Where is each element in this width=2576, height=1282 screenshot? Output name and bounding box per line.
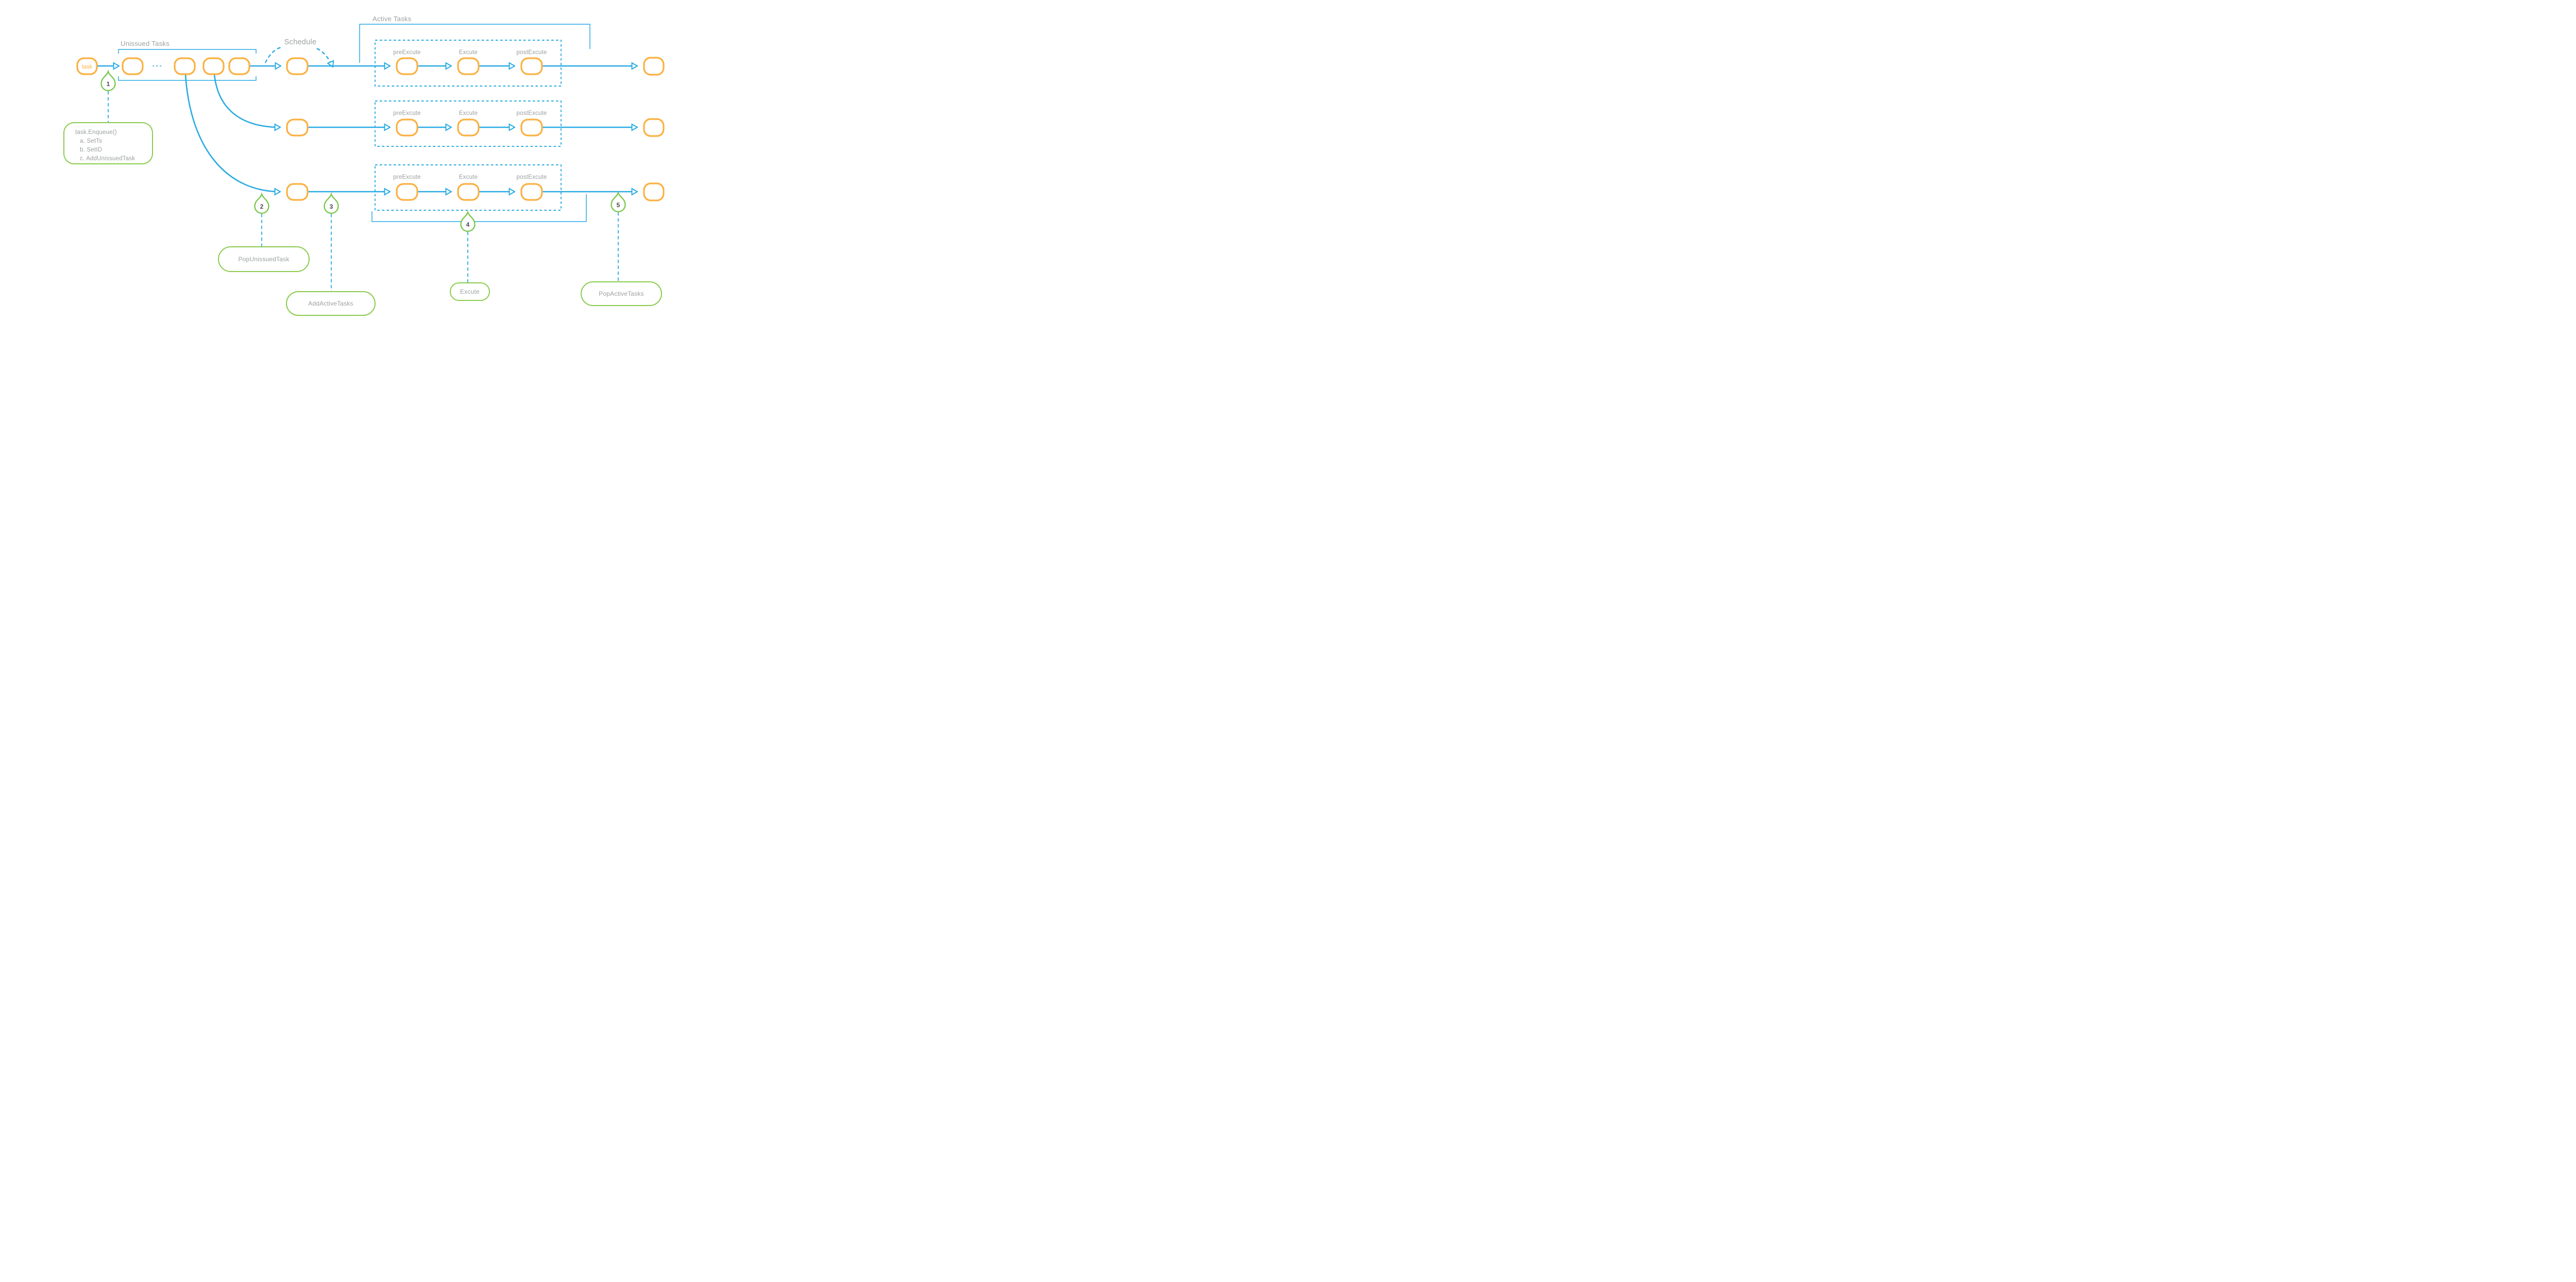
marker-5-number: 5 xyxy=(617,201,620,209)
note-add-active-tasks: AddActiveTasks xyxy=(286,291,376,316)
schedule-arc-right-arrow xyxy=(316,47,333,67)
preexcute-node-row3 xyxy=(396,183,418,201)
note-box-3 xyxy=(286,291,376,316)
marker-1-number: 1 xyxy=(107,80,110,88)
diagram-canvas: Unissued Tasks Schedule Active Tasks tas… xyxy=(63,15,665,316)
note-box-2 xyxy=(218,246,310,272)
unissued-queue-node-2 xyxy=(174,57,196,75)
marker-1-badge: 1 xyxy=(100,69,116,92)
excute-node-row2 xyxy=(457,119,480,137)
note-pop-unissued-task: PopUnissuedTask xyxy=(218,246,310,272)
schedule-label: Schedule xyxy=(284,38,317,46)
active-task-box-row3 xyxy=(375,164,562,211)
note-excute: Excute xyxy=(450,282,490,301)
scheduler-node-row1 xyxy=(286,57,309,75)
unissued-queue-node-4 xyxy=(228,57,250,75)
postexcute-label-row2: postExcute xyxy=(517,110,547,116)
note-box-4 xyxy=(450,282,490,301)
note-5-label: PopActiveTasks xyxy=(599,290,644,297)
postexcute-node-row2 xyxy=(520,119,543,137)
marker-1-drop xyxy=(100,69,116,92)
done-node-row2 xyxy=(643,118,665,137)
note-1-line-4: c. AddUnissuedTask xyxy=(80,156,135,162)
scheduler-node-row3 xyxy=(286,183,309,201)
active-task-box-row1 xyxy=(375,40,562,87)
task-scheduler-diagram: Unissued Tasks Schedule Active Tasks tas… xyxy=(0,0,778,320)
note-4-label: Excute xyxy=(460,288,480,295)
unissued-bracket-bottom xyxy=(118,76,257,81)
marker-2-drop xyxy=(254,192,269,214)
unissued-queue-node-1 xyxy=(122,57,144,75)
note-1-line-2: a. SetTs xyxy=(80,138,102,144)
postexcute-node-row3 xyxy=(520,183,543,201)
marker-3-number: 3 xyxy=(330,203,333,210)
note-box-5 xyxy=(581,281,662,306)
postexcute-node-row1 xyxy=(520,57,543,75)
task-node xyxy=(76,57,98,75)
note-3-label: AddActiveTasks xyxy=(308,300,353,307)
unissued-tasks-label: Unissued Tasks xyxy=(121,40,170,47)
marker-5-drop xyxy=(611,190,626,213)
unissued-bracket-top xyxy=(118,49,257,54)
marker-5-badge: 5 xyxy=(611,190,626,213)
note-1-line-3: b. SetID xyxy=(80,147,102,153)
note-1-line-1: task.Enqueue() xyxy=(75,129,117,136)
active-task-box-row2 xyxy=(375,100,562,147)
marker-2-badge: 2 xyxy=(254,192,269,214)
excute-node-row3 xyxy=(457,183,480,201)
excute-label-row1: Excute xyxy=(459,49,478,56)
marker-4-number: 4 xyxy=(466,221,470,228)
queue-ellipsis: ··· xyxy=(152,62,163,71)
postexcute-label-row3: postExcute xyxy=(517,174,547,180)
marker-4-badge: 4 xyxy=(460,210,476,232)
done-node-row1 xyxy=(643,57,665,76)
unissued-queue-node-3 xyxy=(202,57,225,75)
preexcute-label-row3: preExcute xyxy=(393,174,421,180)
marker-3-drop xyxy=(324,192,339,214)
done-node-row3 xyxy=(643,182,665,201)
excute-node-row1 xyxy=(457,57,480,75)
schedule-arc-left xyxy=(264,46,283,63)
preexcute-node-row1 xyxy=(396,57,418,75)
active-tasks-label: Active Tasks xyxy=(372,15,412,23)
postexcute-label-row1: postExcute xyxy=(517,49,547,56)
scheduler-node-row2 xyxy=(286,119,309,137)
note-pop-active-tasks: PopActiveTasks xyxy=(581,281,662,306)
marker-2-number: 2 xyxy=(260,203,264,210)
active-tasks-bracket-bottom xyxy=(371,194,587,222)
curve-queue-to-scheduler-row2 xyxy=(213,74,280,127)
preexcute-label-row2: preExcute xyxy=(393,110,421,116)
marker-3-badge: 3 xyxy=(324,192,339,214)
preexcute-node-row2 xyxy=(396,119,418,137)
active-tasks-bracket-top xyxy=(359,24,590,63)
task-node-label: task xyxy=(82,64,93,70)
marker-4-drop xyxy=(460,210,476,232)
preexcute-label-row1: preExcute xyxy=(393,49,421,56)
note-box-1 xyxy=(63,122,153,164)
curve-queue-to-scheduler-row3 xyxy=(184,74,280,192)
note-task-enqueue: task.Enqueue() a. SetTs b. SetID c. AddU… xyxy=(63,122,153,164)
excute-label-row2: Excute xyxy=(459,110,478,116)
excute-label-row3: Excute xyxy=(459,174,478,180)
note-2-label: PopUnissuedTask xyxy=(238,256,290,263)
